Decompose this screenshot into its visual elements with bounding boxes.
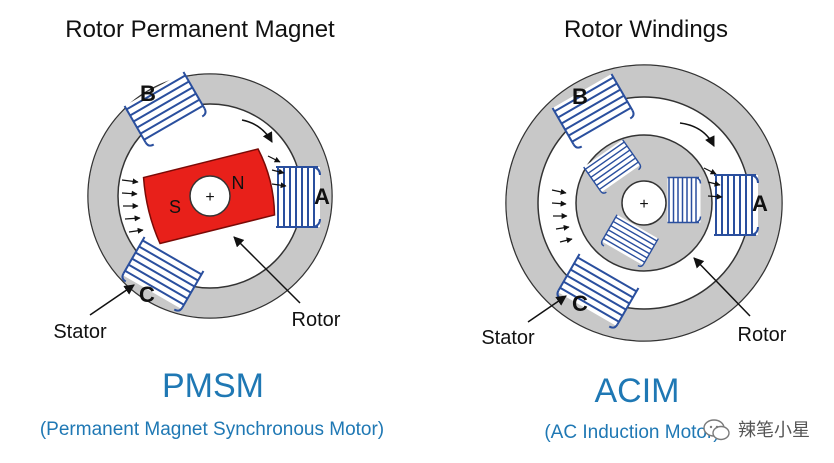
- wechat-icon: [703, 419, 730, 441]
- pmsm-stator-ring: [87, 73, 333, 319]
- acim-acronym: ACIM: [595, 372, 680, 410]
- acim-rotation-arrow: [679, 122, 715, 147]
- pmsm-phase-a: A: [314, 184, 330, 209]
- pmsm-full-name: (Permanent Magnet Synchronous Motor): [40, 419, 384, 440]
- acim-phase-c: C: [572, 291, 588, 316]
- acim-phase-b: B: [572, 84, 588, 109]
- pmsm-title: Rotor Permanent Magnet: [65, 16, 335, 43]
- pmsm-acronym: PMSM: [162, 367, 264, 405]
- acim-stator-label: Stator: [481, 327, 535, 349]
- watermark: 辣笔小星: [703, 419, 810, 441]
- pmsm-stator-label: Stator: [53, 321, 107, 343]
- acim-stator-ring-fill: [506, 65, 782, 341]
- acim-phase-a: A: [752, 191, 768, 216]
- pmsm-rotor-label: Rotor: [292, 309, 341, 331]
- acim-rotor-winding-right: [666, 176, 702, 224]
- pmsm-phase-c: C: [139, 282, 155, 307]
- pmsm-shaft-cross: +: [205, 189, 214, 206]
- pmsm-rotation-arrow: [241, 119, 273, 143]
- pmsm-flux-arrows: [121, 155, 287, 234]
- pmsm-phase-b: B: [140, 81, 156, 106]
- acim-shaft-cross: +: [639, 196, 648, 213]
- acim-shaft: [621, 180, 667, 226]
- acim-stator-ring: [505, 64, 783, 342]
- acim-title: Rotor Windings: [564, 16, 728, 43]
- pmsm-pole-s: S: [169, 197, 181, 217]
- pmsm-pole-n: N: [232, 173, 245, 193]
- pmsm-panel: Rotor Permanent Magnet + S N B: [40, 16, 384, 440]
- acim-flux-arrows: [551, 167, 723, 244]
- watermark-text: 辣笔小星: [738, 420, 810, 440]
- acim-stator-pointer: [527, 295, 567, 323]
- pmsm-stator-pointer: [89, 284, 135, 316]
- pmsm-rotor-pointer: [233, 236, 301, 304]
- acim-panel: Rotor Windings + B A C: [481, 16, 786, 443]
- acim-rotor-label: Rotor: [738, 324, 787, 346]
- acim-rotor-pointer: [693, 257, 751, 317]
- acim-full-name: (AC Induction Motor): [544, 422, 719, 443]
- pmsm-shaft: [189, 175, 231, 217]
